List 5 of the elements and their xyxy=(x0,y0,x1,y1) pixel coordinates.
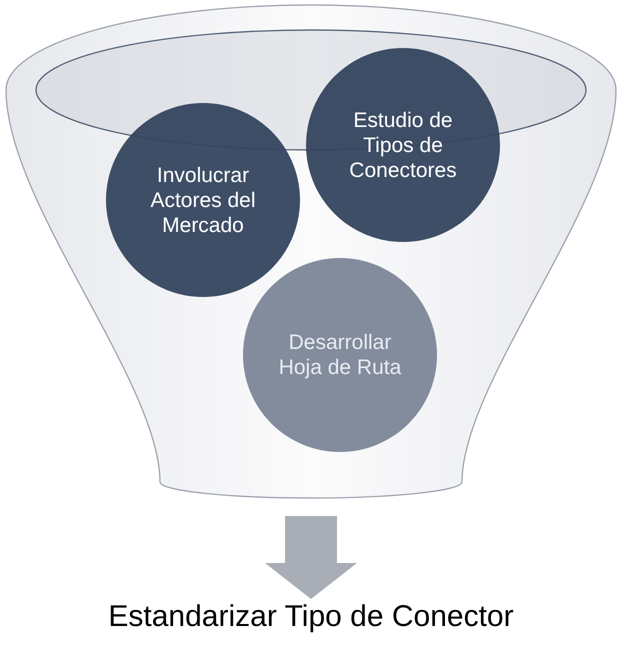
node-text: Estudio de Tipos de Conectores xyxy=(348,108,458,182)
node-text: Estandarizar Tipo de Conector xyxy=(108,600,514,634)
node-text: Desarrollar Hoja de Ruta xyxy=(278,330,402,380)
node-text: Involucrar Actores del Mercado xyxy=(149,162,257,238)
down-arrow xyxy=(265,516,357,599)
